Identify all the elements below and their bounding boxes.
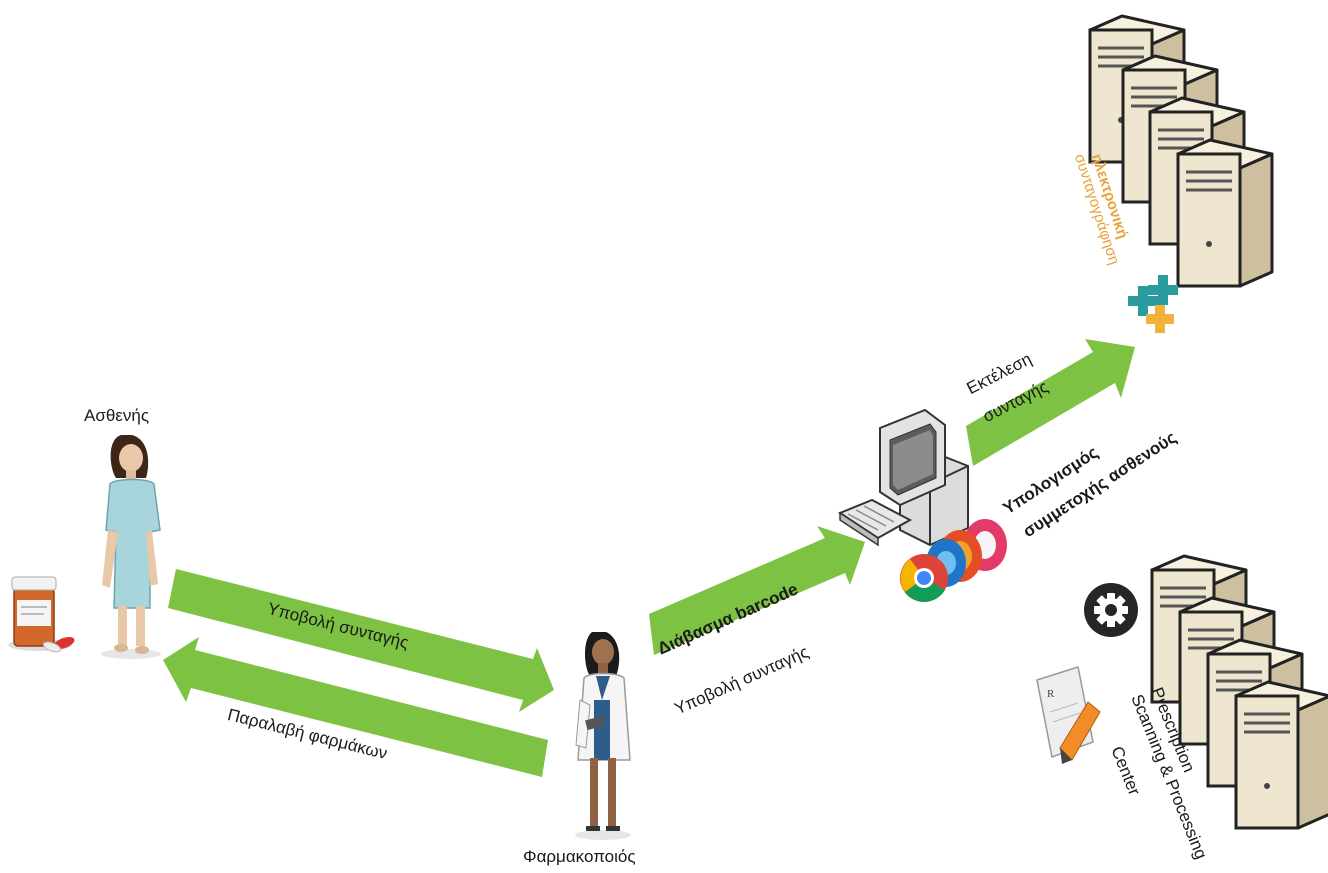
pharmacist-figure-icon <box>575 632 631 840</box>
patient-figure-icon <box>101 435 161 659</box>
pharmacist-label: Φαρμακοποιός <box>523 847 636 866</box>
health-cross-logo-icon <box>1128 275 1178 333</box>
gear-icon <box>1084 583 1138 637</box>
arrow-to-computer <box>649 526 865 655</box>
prescription-paper-icon: R <box>1036 666 1101 764</box>
medicine-bottle-icon <box>8 576 75 653</box>
arrow-to-eprescription <box>966 339 1135 466</box>
patient-label: Ασθενής <box>84 406 150 425</box>
desktop-computer-icon <box>837 408 969 547</box>
arrow-submit-to-pharmacist <box>168 569 554 712</box>
svg-text:R: R <box>1047 688 1055 700</box>
browser-logos-icon <box>900 519 1007 602</box>
arrow-receive-medicines <box>163 637 548 777</box>
